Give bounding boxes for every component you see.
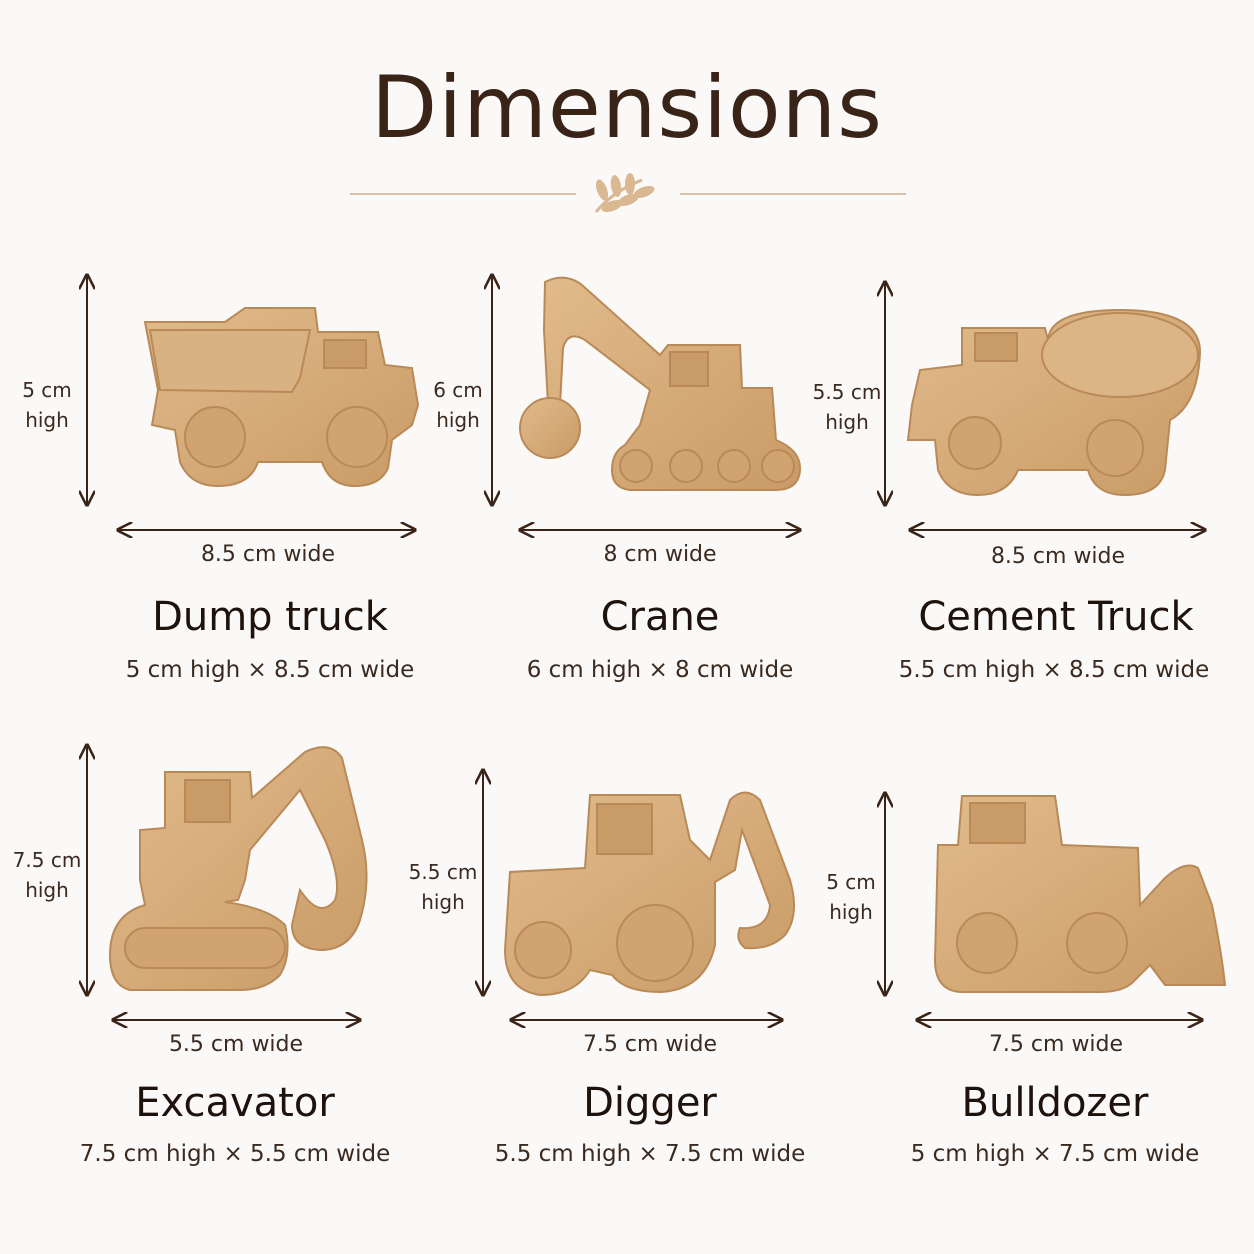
excavator-icon: [108, 746, 368, 991]
item-name-bulldozer: Bulldozer: [961, 1080, 1149, 1126]
height-label-excavator: 7.5 cm high: [12, 848, 82, 902]
crane-icon: [519, 276, 802, 491]
width-label-crane: 8 cm wide: [603, 542, 717, 567]
height-label-dump: 5 cm high: [22, 378, 72, 432]
item-summary-crane: 6 cm high × 8 cm wide: [526, 657, 794, 683]
item-name-cement: Cement Truck: [918, 594, 1194, 640]
dump-truck-icon: [143, 307, 420, 488]
height-label-crane: 6 cm high: [433, 378, 483, 432]
item-name-excavator: Excavator: [135, 1080, 335, 1126]
leaf-divider: [350, 173, 906, 213]
item-summary-excavator: 7.5 cm high × 5.5 cm wide: [79, 1141, 391, 1167]
bulldozer-icon: [933, 795, 1227, 993]
digger-icon: [503, 791, 795, 997]
width-label-digger: 7.5 cm wide: [582, 1032, 718, 1057]
item-summary-cement: 5.5 cm high × 8.5 cm wide: [898, 657, 1210, 683]
item-summary-dump: 5 cm high × 8.5 cm wide: [125, 657, 415, 683]
height-label-digger: 5.5 cm high: [408, 860, 478, 914]
width-label-bulldozer: 7.5 cm wide: [988, 1032, 1124, 1057]
page-title: Dimensions: [371, 58, 883, 158]
leaf-icon: [594, 173, 655, 213]
height-label-cement: 5.5 cm high: [812, 380, 882, 434]
width-label-excavator: 5.5 cm wide: [168, 1032, 304, 1057]
item-name-crane: Crane: [600, 594, 720, 640]
item-name-dump: Dump truck: [152, 594, 388, 640]
item-summary-bulldozer: 5 cm high × 7.5 cm wide: [910, 1141, 1200, 1167]
height-label-bulldozer: 5 cm high: [826, 870, 876, 924]
width-label-dump: 8.5 cm wide: [200, 542, 336, 567]
width-label-cement: 8.5 cm wide: [990, 544, 1126, 569]
cement-truck-icon: [906, 308, 1202, 497]
item-summary-digger: 5.5 cm high × 7.5 cm wide: [494, 1141, 806, 1167]
item-name-digger: Digger: [583, 1080, 717, 1126]
